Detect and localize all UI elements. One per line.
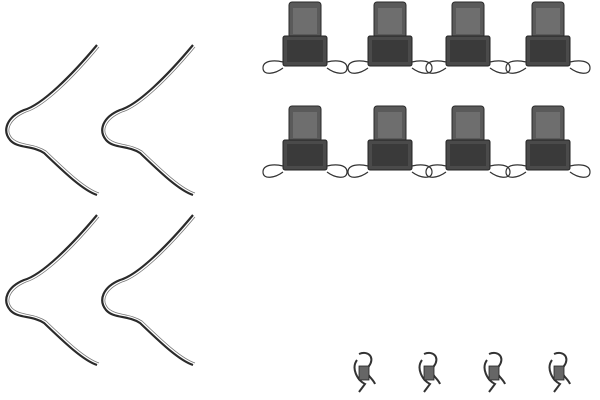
pad-clip bbox=[262, 1, 348, 74]
pad-clip bbox=[425, 1, 511, 74]
spring-wire bbox=[101, 213, 197, 367]
spring-wire bbox=[5, 213, 101, 367]
small-retaining-clip bbox=[353, 351, 376, 393]
pad-clip bbox=[262, 105, 348, 178]
pad-clip bbox=[505, 1, 591, 74]
pad-clip bbox=[505, 105, 591, 178]
small-retaining-clip bbox=[418, 351, 441, 393]
spring-wire bbox=[5, 43, 101, 197]
small-retaining-clip bbox=[483, 351, 506, 393]
pad-clip bbox=[425, 105, 511, 178]
spring-wire bbox=[101, 43, 197, 197]
small-retaining-clip bbox=[548, 351, 571, 393]
pad-clip bbox=[347, 1, 433, 74]
pad-clip bbox=[347, 105, 433, 178]
